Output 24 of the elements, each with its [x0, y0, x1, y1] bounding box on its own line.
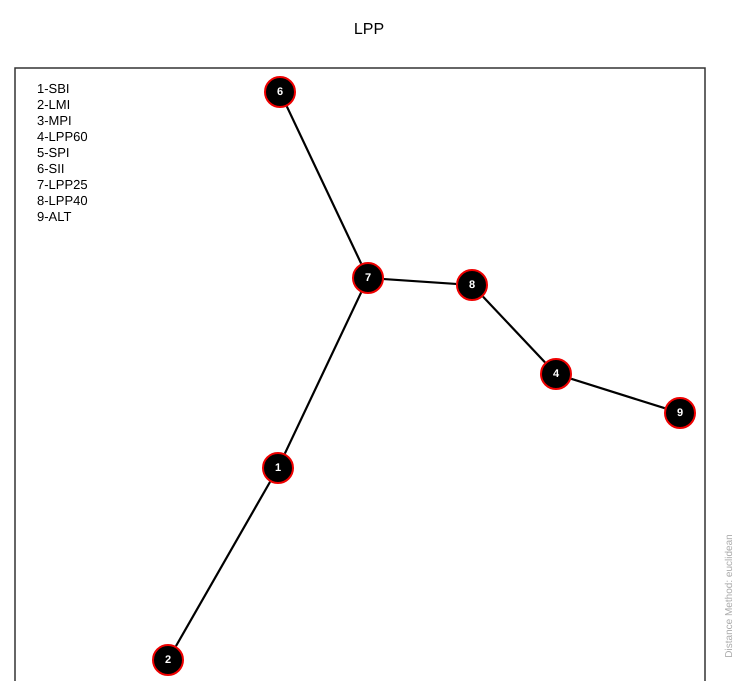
chart-title: LPP: [352, 22, 386, 38]
cluster-node: 9: [664, 397, 696, 429]
legend-entry: 8-LPP40: [37, 193, 88, 209]
cluster-node: 2: [152, 644, 184, 676]
legend-entry: 7-LPP25: [37, 177, 88, 193]
legend-entry: 5-SPI: [37, 145, 70, 161]
tree-edge: [284, 292, 362, 454]
tree-edge: [175, 481, 271, 647]
legend-entry: 6-SII: [37, 161, 64, 177]
cluster-node: 8: [456, 269, 488, 301]
cluster-node: 6: [264, 76, 296, 108]
tree-edge: [286, 106, 362, 264]
cluster-node: 7: [352, 262, 384, 294]
legend-entry: 1-SBI: [37, 81, 70, 97]
legend-entry: 4-LPP60: [37, 129, 88, 145]
tree-edge: [570, 378, 666, 410]
legend-entry: 2-LMI: [37, 97, 70, 113]
legend-entry: 3-MPI: [37, 113, 72, 129]
legend-entry: 9-ALT: [37, 209, 72, 225]
tree-edge: [384, 278, 456, 286]
cluster-node: 1: [262, 452, 294, 484]
cluster-node: 4: [540, 358, 572, 390]
tree-edge: [482, 296, 546, 364]
axis-note: Distance Method: euclidean: [724, 533, 736, 660]
